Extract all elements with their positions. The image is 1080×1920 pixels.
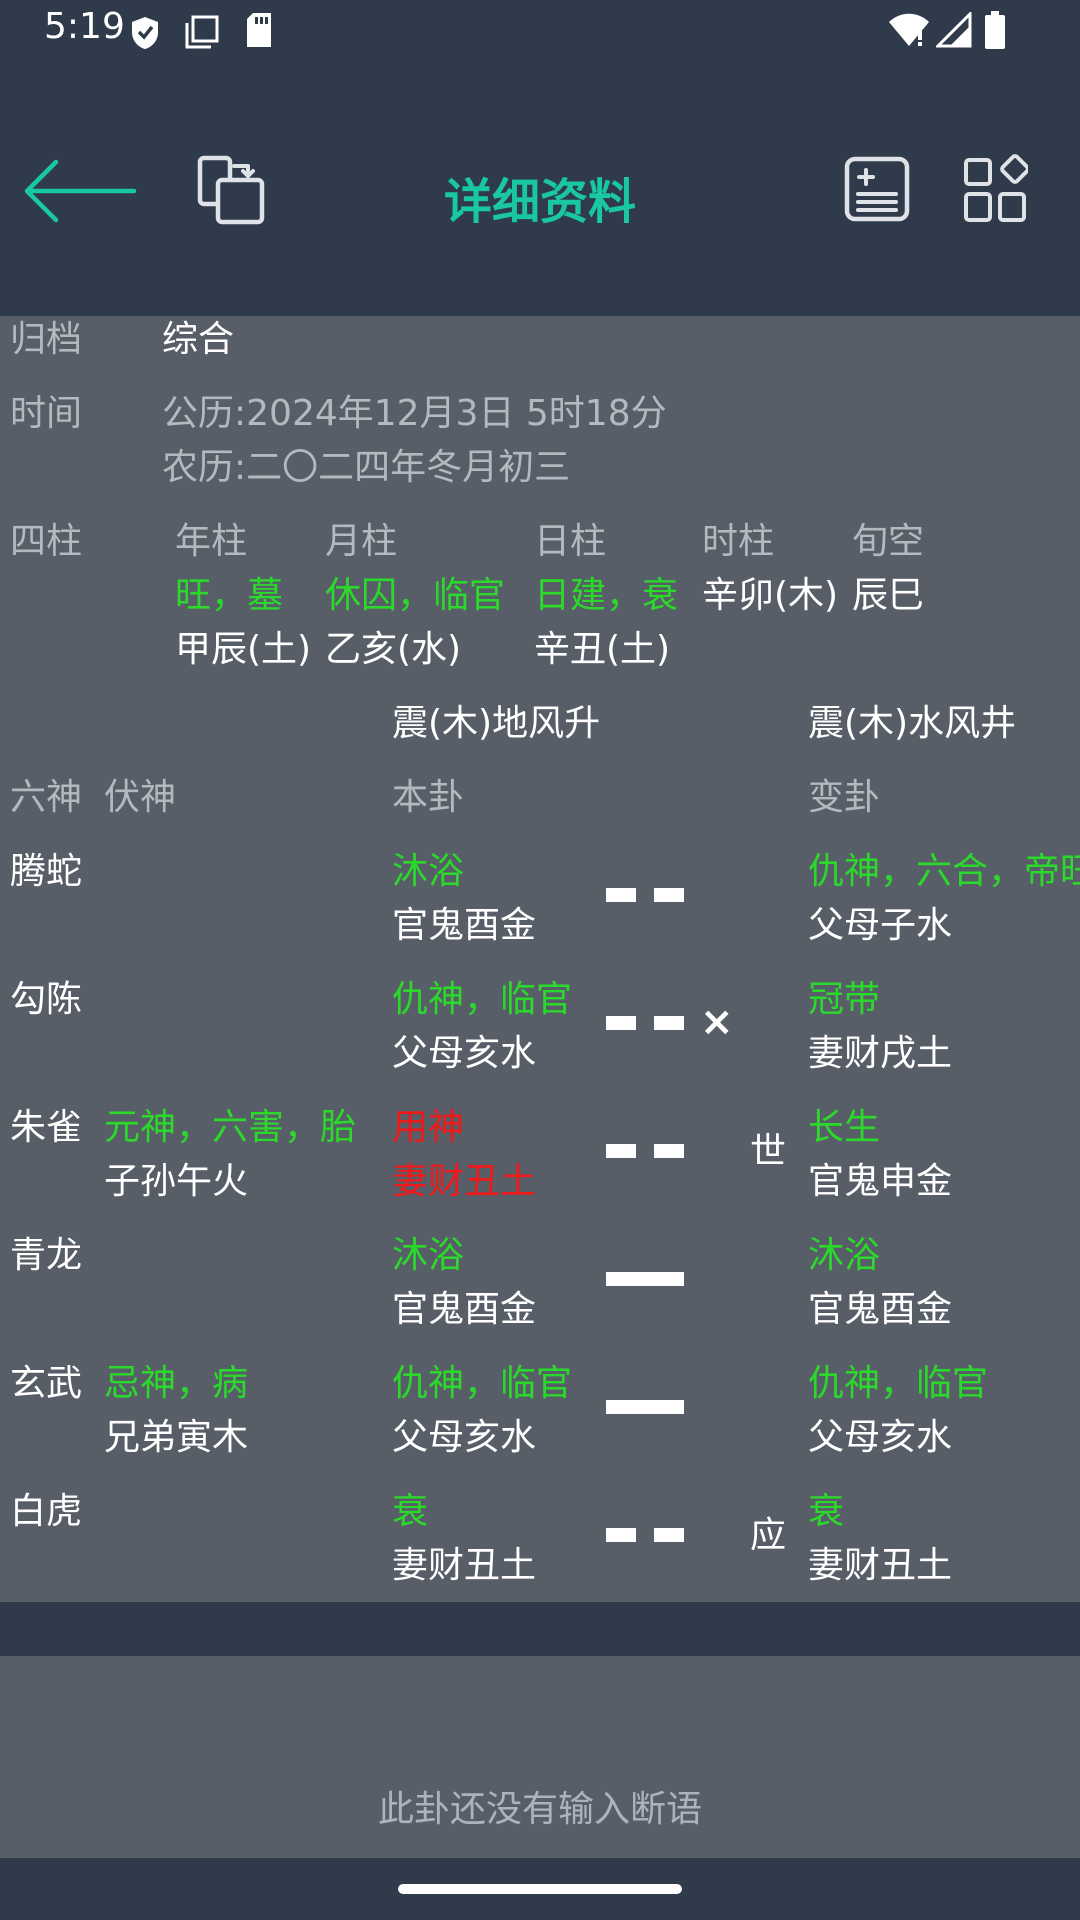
toolbar: 详细资料 xyxy=(0,64,1080,316)
header-day: 日柱 xyxy=(534,521,607,562)
ben-value: 父母亥水 xyxy=(392,1417,537,1458)
shi-ying-marker: 世 xyxy=(750,1131,787,1172)
signal-icon xyxy=(936,12,972,48)
switch-icon[interactable] xyxy=(196,154,268,226)
header-hour: 时柱 xyxy=(702,521,775,562)
fushen-value: 兄弟寅木 xyxy=(104,1417,249,1458)
void-value: 辰巳 xyxy=(852,575,925,616)
liushen-label: 白虎 xyxy=(10,1491,83,1532)
bian-value: 妻财戌土 xyxy=(808,1033,953,1074)
yang-line xyxy=(606,1272,684,1286)
ben-value: 官鬼酉金 xyxy=(392,1289,537,1330)
yin-line-segment xyxy=(654,1528,684,1542)
shield-icon xyxy=(132,17,158,49)
fushen-state: 忌神，病 xyxy=(104,1363,249,1404)
hour-value: 辛卯(木) xyxy=(702,575,839,616)
ben-value: 妻财丑土 xyxy=(392,1161,537,1202)
yin-line-segment xyxy=(654,888,684,902)
shi-ying-marker: 应 xyxy=(750,1515,787,1556)
ben-value: 妻财丑土 xyxy=(392,1545,537,1586)
col-ben: 本卦 xyxy=(392,777,465,818)
ben-state: 仇神，临官 xyxy=(392,979,573,1020)
status-time: 5:19 xyxy=(44,6,125,47)
bian-value: 官鬼申金 xyxy=(808,1161,953,1202)
bian-state: 冠带 xyxy=(808,979,881,1020)
bian-value: 妻财丑土 xyxy=(808,1545,953,1586)
yang-line xyxy=(606,1400,684,1414)
ben-state: 衰 xyxy=(392,1491,429,1532)
fushen-value: 子孙午火 xyxy=(104,1161,249,1202)
bian-value: 官鬼酉金 xyxy=(808,1289,953,1330)
yin-line-segment xyxy=(606,888,636,902)
navigation-bar xyxy=(0,1858,1080,1920)
solar-date: 公历:2024年12月3日 5时18分 xyxy=(162,393,667,434)
ben-state: 用神 xyxy=(392,1107,465,1148)
liushen-label: 青龙 xyxy=(10,1235,83,1276)
yin-line-segment xyxy=(654,1144,684,1158)
archive-label: 归档 xyxy=(10,319,83,360)
bian-value: 父母亥水 xyxy=(808,1417,953,1458)
year-value: 甲辰(土) xyxy=(175,629,312,670)
back-arrow-icon[interactable] xyxy=(22,158,138,224)
month-value: 乙亥(水) xyxy=(325,629,462,670)
fushen-state: 元神，六害，胎 xyxy=(104,1107,357,1148)
year-state: 旺，墓 xyxy=(175,575,284,616)
ben-gua-name: 震(木)地风升 xyxy=(392,703,601,744)
day-state: 日建，衰 xyxy=(534,575,679,616)
bian-state: 仇神，临官 xyxy=(808,1363,989,1404)
yin-line-segment xyxy=(606,1528,636,1542)
ben-value: 官鬼酉金 xyxy=(392,905,537,946)
page-title: 详细资料 xyxy=(443,174,636,230)
copy-icon xyxy=(185,15,219,49)
yin-line-segment xyxy=(606,1016,636,1030)
col-bian: 变卦 xyxy=(808,777,881,818)
bian-value: 父母子水 xyxy=(808,905,953,946)
bian-gua-name: 震(木)水风井 xyxy=(808,703,1017,744)
yin-line-segment xyxy=(606,1144,636,1158)
header-void: 旬空 xyxy=(852,521,925,562)
archive-value: 综合 xyxy=(162,319,235,360)
time-label: 时间 xyxy=(10,393,83,434)
battery-icon xyxy=(985,11,1005,49)
col-fushen: 伏神 xyxy=(104,777,177,818)
bian-state: 沐浴 xyxy=(808,1235,881,1276)
grid-icon[interactable] xyxy=(962,154,1028,224)
ben-state: 仇神，临官 xyxy=(392,1363,573,1404)
lunar-date: 农历:二〇二四年冬月初三 xyxy=(162,447,571,488)
col-liushen: 六神 xyxy=(10,777,83,818)
ben-state: 沐浴 xyxy=(392,851,465,892)
bian-state: 衰 xyxy=(808,1491,845,1532)
ben-value: 父母亥水 xyxy=(392,1033,537,1074)
liushen-label: 腾蛇 xyxy=(10,851,83,892)
detail-content: 归档 综合 时间 公历:2024年12月3日 5时18分 农历:二〇二四年冬月初… xyxy=(0,316,1080,1602)
month-state: 休囚，临官 xyxy=(325,575,506,616)
moving-line-mark: × xyxy=(700,999,734,1045)
bian-state: 长生 xyxy=(808,1107,881,1148)
note-add-icon[interactable] xyxy=(844,156,910,222)
wifi-icon xyxy=(889,13,929,46)
liushen-label: 朱雀 xyxy=(10,1107,83,1148)
pillars-label: 四柱 xyxy=(10,521,83,562)
home-gesture-pill[interactable] xyxy=(398,1884,682,1894)
section-divider xyxy=(0,1602,1080,1656)
ben-state: 沐浴 xyxy=(392,1235,465,1276)
sd-card-icon xyxy=(247,13,271,47)
status-bar: 5:19 xyxy=(0,0,1080,64)
empty-judgement-text: 此卦还没有输入断语 xyxy=(377,1789,702,1830)
bian-state: 仇神，六合，帝旺 xyxy=(808,851,1080,892)
liushen-label: 勾陈 xyxy=(10,979,83,1020)
judgement-area[interactable]: 此卦还没有输入断语 xyxy=(0,1656,1080,1858)
day-value: 辛丑(土) xyxy=(534,629,671,670)
liushen-label: 玄武 xyxy=(10,1363,83,1404)
yin-line-segment xyxy=(654,1016,684,1030)
header-month: 月柱 xyxy=(325,521,398,562)
header-year: 年柱 xyxy=(175,521,248,562)
